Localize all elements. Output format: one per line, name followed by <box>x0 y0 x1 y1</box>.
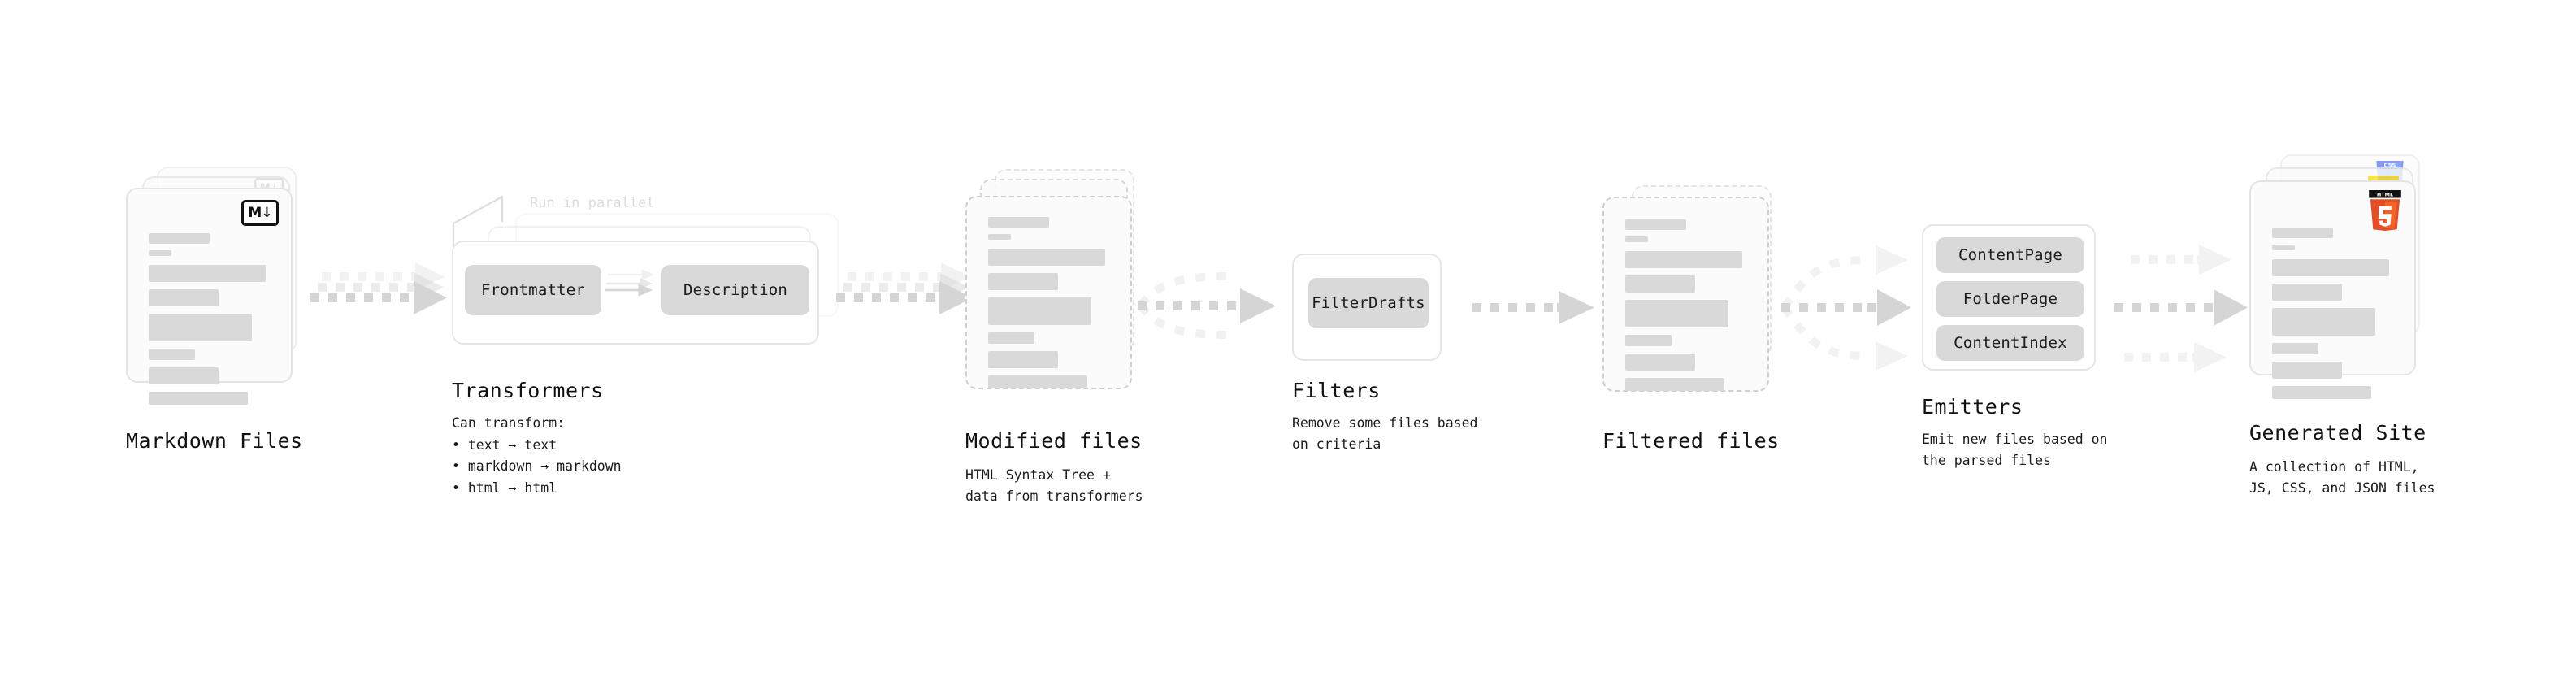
modified-files-subtitle: HTML Syntax Tree + data from transformer… <box>965 467 1143 504</box>
generated-site-title: Generated Site <box>2249 421 2426 445</box>
emitters-subtitle: Emit new files based on the parsed files <box>1922 432 2108 468</box>
doc-placeholder-lines <box>2272 228 2396 399</box>
doc-placeholder-lines <box>988 217 1112 388</box>
chip-frontmatter[interactable]: Frontmatter <box>465 265 601 315</box>
generated-doc-front: HTML <box>2249 180 2416 399</box>
run-in-parallel-bracket <box>452 195 504 257</box>
arrow-emitters-to-site <box>2114 245 2248 372</box>
chip-description[interactable]: Description <box>661 265 809 315</box>
modified-doc-front <box>965 196 1132 389</box>
generated-site-subtitle: A collection of HTML, JS, CSS, and JSON … <box>2249 459 2435 496</box>
markdown-files-title: Markdown Files <box>126 429 303 453</box>
transformers-box: Frontmatter Desc <box>452 241 819 345</box>
svg-text:HTML: HTML <box>2377 191 2393 197</box>
emitters-box: ContentPage FolderPage ContentIndex <box>1922 224 2096 371</box>
arrow-markdown-to-transformers <box>310 262 447 314</box>
filtered-files-title: Filtered files <box>1602 429 1780 453</box>
markdown-doc-front: M↓ <box>126 188 293 405</box>
doc-placeholder-lines <box>1625 219 1750 391</box>
chip-contentindex[interactable]: ContentIndex <box>1936 325 2084 361</box>
arrow-modified-to-filters <box>1137 272 1276 339</box>
emitters-title: Emitters <box>1922 395 2023 419</box>
svg-text:CSS: CSS <box>2384 163 2396 169</box>
doc-placeholder-lines <box>149 233 273 405</box>
arrow-filters-to-filtered <box>1472 291 1594 324</box>
chip-folderpage[interactable]: FolderPage <box>1936 281 2084 317</box>
markdown-icon: M↓ <box>241 200 279 226</box>
filtered-doc-front <box>1602 197 1769 392</box>
arrow-transformers-to-modified <box>836 262 973 314</box>
arrow-filtered-to-emitters <box>1780 245 1911 371</box>
transformers-subtitle: Can transform: • text → text • markdown … <box>452 415 622 497</box>
transformer-internal-arrows <box>605 269 655 297</box>
html5-icon: HTML <box>2369 190 2401 231</box>
run-in-parallel-label: Run in parallel <box>530 195 655 211</box>
filters-subtitle: Remove some files based on criteria <box>1292 415 1478 452</box>
filters-box: FilterDrafts <box>1292 254 1442 361</box>
transformers-title: Transformers <box>452 379 604 402</box>
chip-contentpage[interactable]: ContentPage <box>1936 237 2084 273</box>
modified-files-title: Modified files <box>965 429 1143 453</box>
chip-filterdrafts[interactable]: FilterDrafts <box>1308 278 1429 328</box>
filters-title: Filters <box>1292 379 1381 402</box>
